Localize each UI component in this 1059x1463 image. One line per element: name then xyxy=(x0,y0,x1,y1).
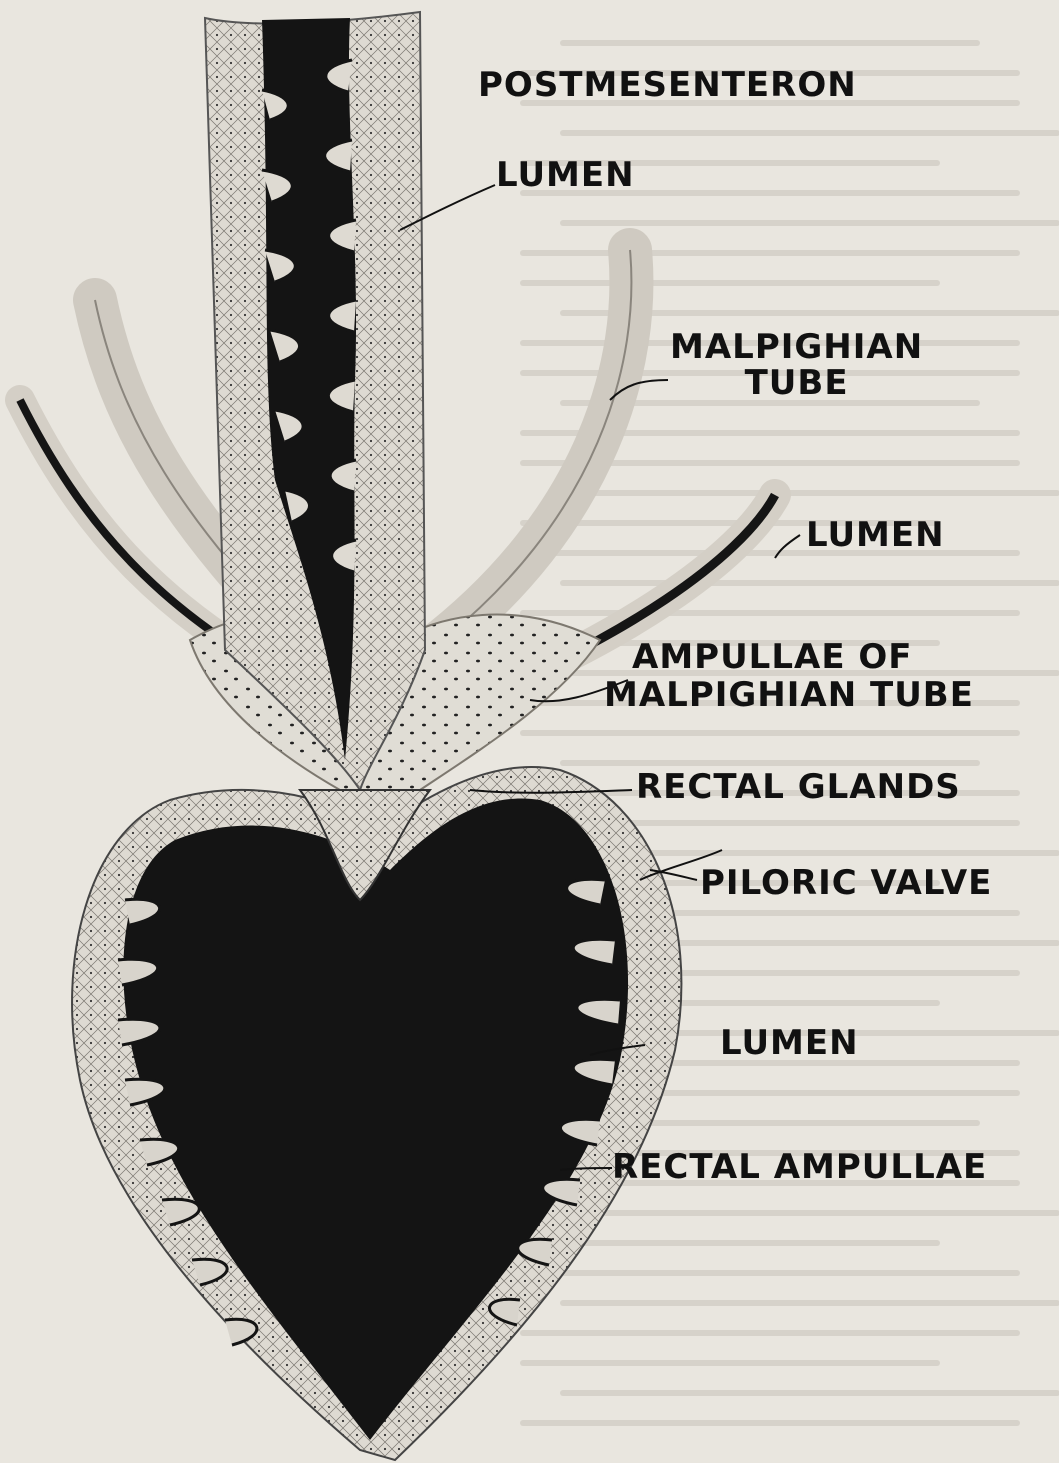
ampullae-label-line1: AMPULLAE OF xyxy=(632,640,913,676)
lumen-tube-label: LUMEN xyxy=(806,518,945,554)
piloric-valve-label: PILORIC VALVE xyxy=(700,866,992,902)
ampullae-label-line2: MALPIGHIAN TUBE xyxy=(604,678,974,714)
lumen-upper-label: LUMEN xyxy=(496,158,635,194)
rectal-glands-label: RECTAL GLANDS xyxy=(636,770,961,806)
lumen-lower-label: LUMEN xyxy=(720,1026,859,1062)
rectal-ampullae-label: RECTAL AMPULLAE xyxy=(612,1150,987,1186)
malpighian-tube-label: MALPIGHIAN TUBE xyxy=(670,330,923,401)
postmesenteron-label: POSTMESENTERON xyxy=(478,68,857,104)
rectal-ampullae xyxy=(72,767,681,1460)
